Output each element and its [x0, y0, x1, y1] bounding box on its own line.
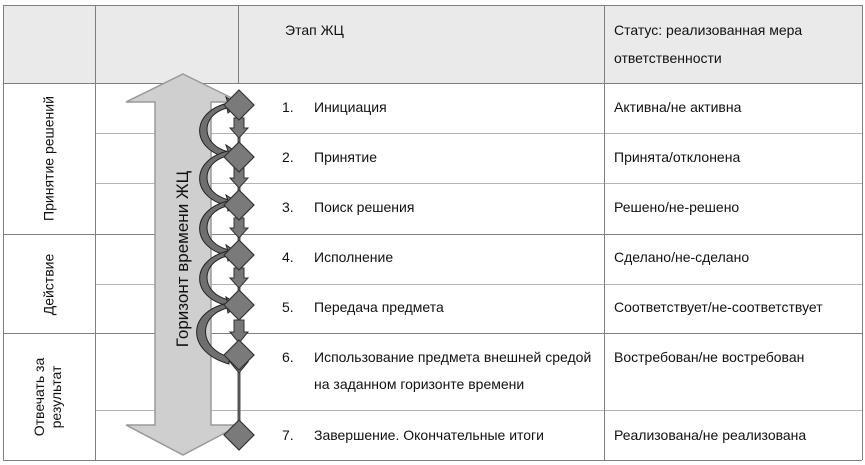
- stage-diamond-1: [223, 89, 255, 121]
- table-top-border: [3, 5, 862, 6]
- row-number: 1.: [282, 99, 294, 115]
- down-arrow: [228, 217, 250, 239]
- stage-name: Завершение. Окончательные итоги: [314, 427, 544, 443]
- group-separator-2: [3, 333, 862, 334]
- stage-diamond-7: [223, 419, 255, 451]
- down-arrow: [228, 319, 250, 344]
- time-horizon-arrow: [125, 73, 241, 456]
- stage-name: Поиск решения: [314, 199, 415, 215]
- status-column-title-line2: ответственности: [614, 50, 722, 66]
- status-column-border: [604, 5, 605, 460]
- row-number: 4.: [282, 249, 294, 265]
- stage-diamond-3: [223, 189, 255, 221]
- down-arrow: [228, 267, 250, 289]
- stage-diamond-4: [223, 239, 255, 271]
- stage-diamond-6: [223, 339, 255, 371]
- table-header-bottom-border: [3, 83, 862, 84]
- stage-name: Использование предмета внешней средой: [314, 349, 592, 365]
- row-separator: [95, 284, 862, 285]
- stage-name: Передача предмета: [314, 299, 444, 315]
- table-header-background: [3, 5, 862, 83]
- stage-diamond-2: [223, 141, 255, 173]
- row-number: 3.: [282, 199, 294, 215]
- table-bottom-border: [3, 460, 862, 461]
- stage-diamond-5: [223, 289, 255, 321]
- row-number: 7.: [282, 427, 294, 443]
- row-number: 2.: [282, 149, 294, 165]
- row-number: 5.: [282, 299, 294, 315]
- stage-diamonds: [223, 89, 255, 451]
- stage-status: Сделано/не-сделано: [614, 249, 750, 265]
- status-column-title-line1: Статус: реализованная мера: [614, 22, 803, 38]
- down-arrow: [228, 167, 250, 189]
- row-separator: [95, 410, 862, 411]
- group-column-border: [95, 5, 96, 460]
- row-separator: [95, 133, 862, 134]
- stage-column-border: [238, 5, 239, 83]
- stage-status: Реализована/не реализована: [614, 427, 807, 443]
- time-horizon-label: Горизонт времени ЖЦ: [173, 170, 192, 348]
- stage-status: Решено/не-решено: [614, 199, 740, 215]
- row-number: 6.: [282, 349, 294, 365]
- group-separator-1: [3, 234, 862, 235]
- stage-name: Инициация: [314, 99, 387, 115]
- down-arrow: [228, 117, 250, 139]
- table-right-border: [862, 5, 863, 460]
- stage-name: Исполнение: [314, 249, 394, 265]
- row-separator: [95, 183, 862, 184]
- stage-name: Принятие: [314, 149, 377, 165]
- stage-column-title: Этап ЖЦ: [285, 22, 344, 38]
- stage-status: Принята/отклонена: [614, 149, 741, 165]
- stage-status: Активна/не активна: [614, 99, 742, 115]
- table-left-border: [3, 5, 4, 460]
- stage-status: Соответствует/не-соответствует: [614, 299, 823, 315]
- stage-status: Востребован/не востребован: [614, 349, 805, 365]
- stage-name-line2: на заданном горизонте времени: [314, 376, 525, 392]
